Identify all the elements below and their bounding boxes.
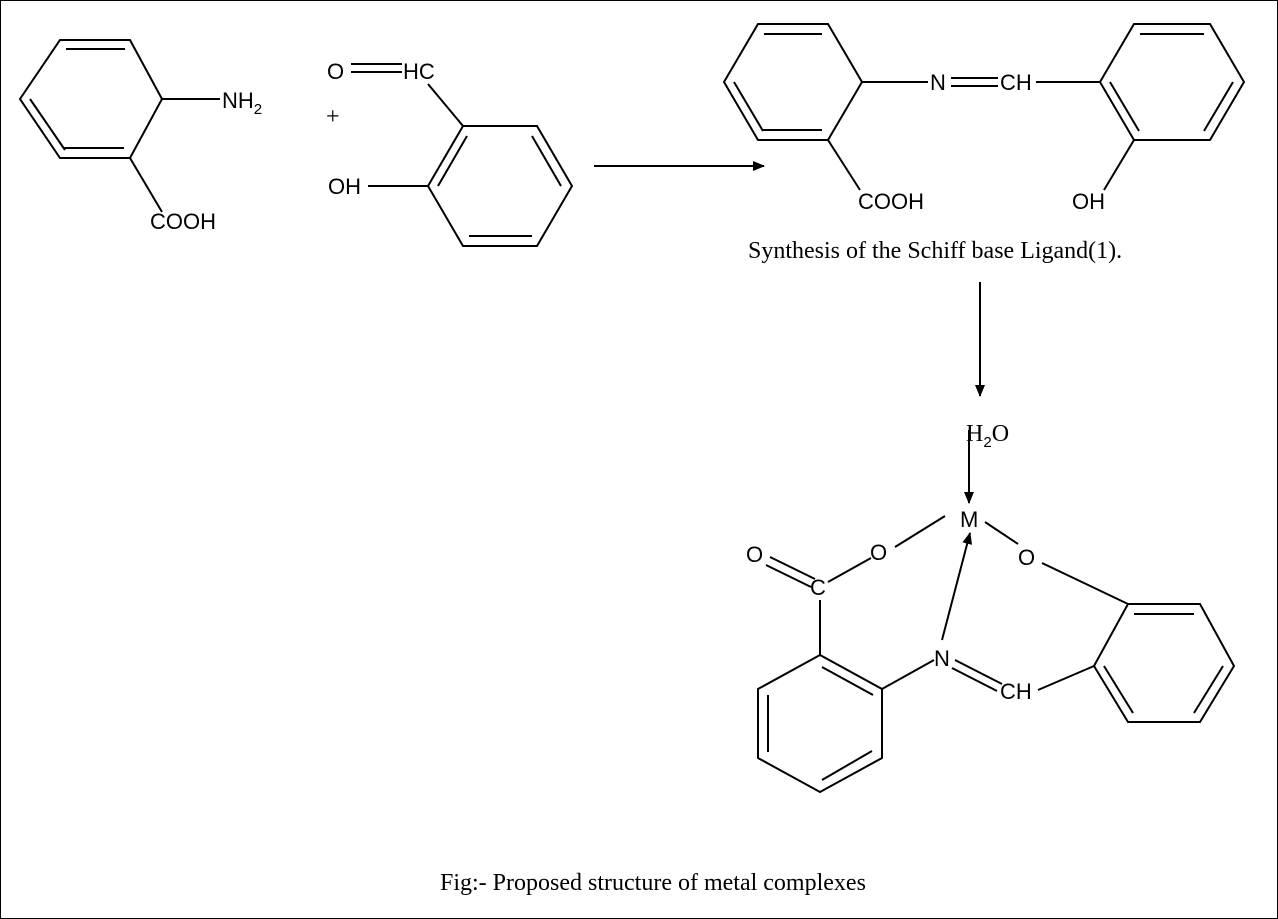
n-metal-coordination-arrow [941,532,973,641]
ring-f-double-bonds [1103,613,1224,714]
hydroxyl-label-b: OH [328,174,361,199]
hydroxyl-label-d: OH [1072,189,1105,214]
c-cooh-bond-c [827,139,861,191]
benzene-ring-a [18,39,164,159]
ring-a-double-bonds [29,48,125,151]
ring-d-double-bonds [1109,33,1234,132]
benzene-ring-c [722,23,864,141]
c-cooh-bond-a [129,157,163,213]
imine-n-label: N [930,70,946,95]
schiff-base-ligand-structure: N CH COOH OH [722,23,1246,214]
benzene-ring-e [757,653,883,794]
carboxyl-carbon-label: C [810,575,826,600]
imine-n-complex-label: N [934,646,950,671]
amine-label: NH2 [222,88,262,118]
aldehyde-hc-label: HC [403,59,435,84]
ligand-caption: Synthesis of the Schiff base Ligand(1). [748,238,1122,264]
water-ligand-label: H2O [966,421,1009,451]
aldehyde-oxygen-label: O [327,59,344,84]
benzene-ring-f [1092,603,1236,723]
carboxylate-oxygen-label: O [870,540,887,565]
figure-caption: Fig:- Proposed structure of metal comple… [440,870,866,896]
carboxyl-label-c: COOH [858,189,924,214]
benzene-ring-b [426,125,574,247]
ring-b-double-bonds [437,135,562,237]
anthranilic-acid-structure: NH2 COOH [18,39,262,234]
benzene-ring-d [1098,23,1246,141]
ring-c-double-bonds [733,33,822,132]
salicylaldehyde-structure: O HC OH [327,59,574,247]
cho-bond [427,83,464,127]
metal-complex-structure: H2O M O C O O N CH [746,421,1236,794]
plus-sign: + [326,104,340,130]
carbonyl-oxygen-label: O [746,542,763,567]
imine-ch-label: CH [1000,70,1032,95]
phenolate-oxygen-label: O [1018,545,1035,570]
metal-label: M [960,507,978,532]
imine-ch-complex-label: CH [1000,679,1032,704]
carboxyl-label-a: COOH [150,209,216,234]
c-oh-bond-d [1103,139,1135,191]
ring-e-double-bonds [767,666,874,781]
